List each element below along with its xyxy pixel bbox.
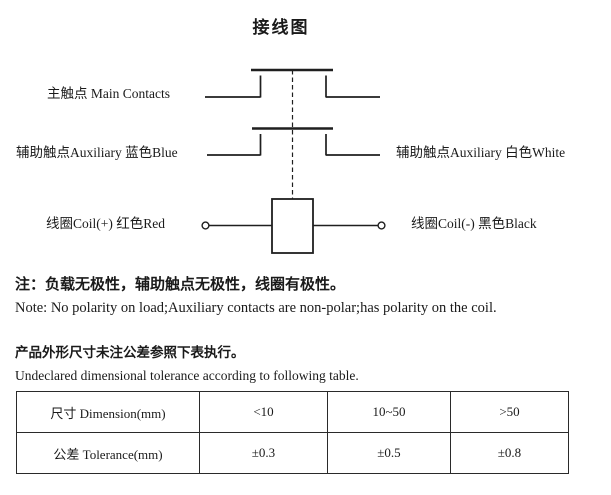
main-contacts-label: 主触点 Main Contacts: [47, 86, 170, 101]
table-row-tolerance: 公差 Tolerance(mm) ±0.3 ±0.5 ±0.8: [16, 432, 569, 474]
tolerance-value-cell: ±0.3: [199, 432, 328, 474]
dimension-header-cell: 尺寸 Dimension(mm): [16, 391, 200, 433]
dimension-range-cell: 10~50: [327, 391, 451, 433]
main-contact-symbol: [205, 68, 380, 98]
table-row-dimension: 尺寸 Dimension(mm) <10 10~50 >50: [16, 391, 569, 433]
tolerance-note-chinese: 产品外形尺寸未注公差参照下表执行。: [15, 345, 245, 360]
coil-plus-terminal: [201, 221, 210, 230]
coil-minus-terminal: [377, 221, 386, 230]
dimension-range-cell: <10: [199, 391, 328, 433]
coil-minus-black-label: 线圈Coil(-) 黑色Black: [411, 216, 537, 231]
dimension-range-cell: >50: [450, 391, 569, 433]
polarity-note-chinese: 注：负载无极性，辅助触点无极性，线圈有极性。: [15, 277, 346, 293]
auxiliary-contact-symbol: [207, 127, 380, 156]
tolerance-value-cell: ±0.8: [450, 432, 569, 474]
tolerance-header-cell: 公差 Tolerance(mm): [16, 432, 200, 474]
coil-symbol: [201, 198, 386, 254]
auxiliary-white-label: 辅助触点Auxiliary 白色White: [396, 145, 566, 160]
coil-plus-red-label: 线圈Coil(+) 红色Red: [46, 216, 165, 231]
tolerance-value-cell: ±0.5: [327, 432, 451, 474]
page-title: 接线图: [252, 18, 310, 37]
tolerance-note-english: Undeclared dimensional tolerance accordi…: [15, 368, 359, 383]
polarity-note-english: Note: No polarity on load;Auxiliary cont…: [15, 300, 497, 316]
auxiliary-blue-label: 辅助触点Auxiliary 蓝色Blue: [16, 145, 178, 160]
wiring-schematic: [201, 68, 386, 254]
tolerance-table: 尺寸 Dimension(mm) <10 10~50 >50 公差 Tolera…: [16, 391, 569, 474]
